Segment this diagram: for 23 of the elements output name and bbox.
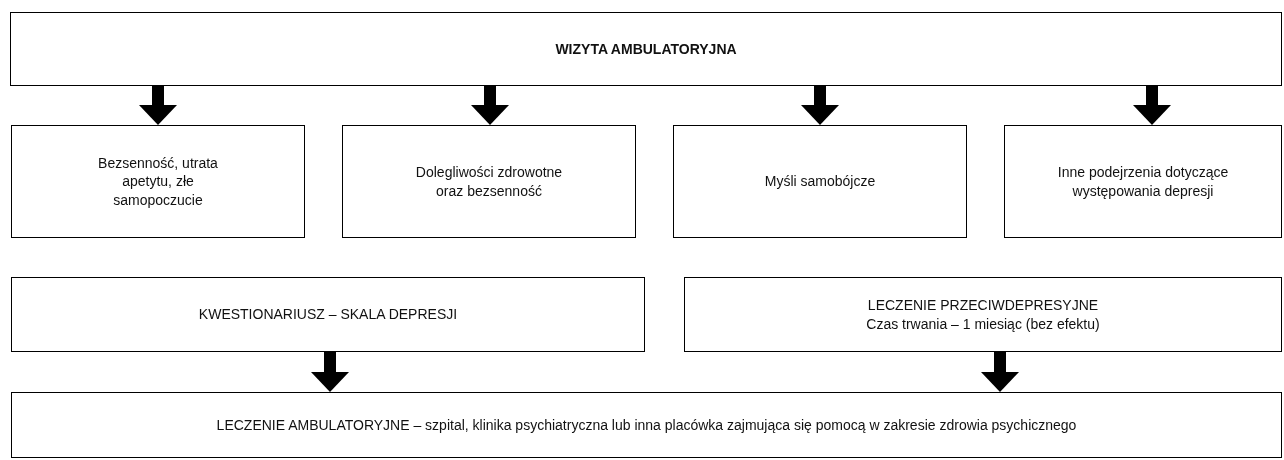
box-text: Bezsenność, utrata apetytu, złe samopoczucie (97, 154, 219, 209)
box-text: Dolegliwości zdrowotne oraz bezsenność (414, 163, 564, 200)
process-box (11, 125, 305, 238)
block-arrow (801, 86, 839, 125)
box-text: Myśli samobójcze (764, 172, 876, 191)
process-box (1004, 125, 1282, 238)
box-text: LECZENIE AMBULATORYJNE – szpital, klinika psychiatryczna lub inna placówka zajmująca się pomocą w zakresie zdrowia psychicznego (216, 415, 1077, 435)
process-box (342, 125, 636, 238)
block-arrow (471, 86, 509, 125)
process-box (673, 125, 967, 238)
box-text: Inne podejrzenia dotyczące występowania depresji (1056, 163, 1230, 200)
process-box (11, 277, 645, 352)
block-arrow (1133, 86, 1171, 125)
process-box (10, 12, 1282, 86)
block-arrow (311, 352, 349, 392)
box-text: LECZENIE PRZECIWDEPRESYJNE (867, 296, 1099, 315)
box-text: WIZYTA AMBULATORYJNA (555, 39, 737, 59)
block-arrow (981, 352, 1019, 392)
process-box (11, 392, 1282, 458)
box-text: KWESTIONARIUSZ – SKALA DEPRESJI (198, 305, 458, 324)
process-box (684, 277, 1282, 352)
box-subtitle: Czas trwania – 1 miesiąc (bez efektu) (866, 314, 1100, 333)
block-arrow (139, 86, 177, 125)
